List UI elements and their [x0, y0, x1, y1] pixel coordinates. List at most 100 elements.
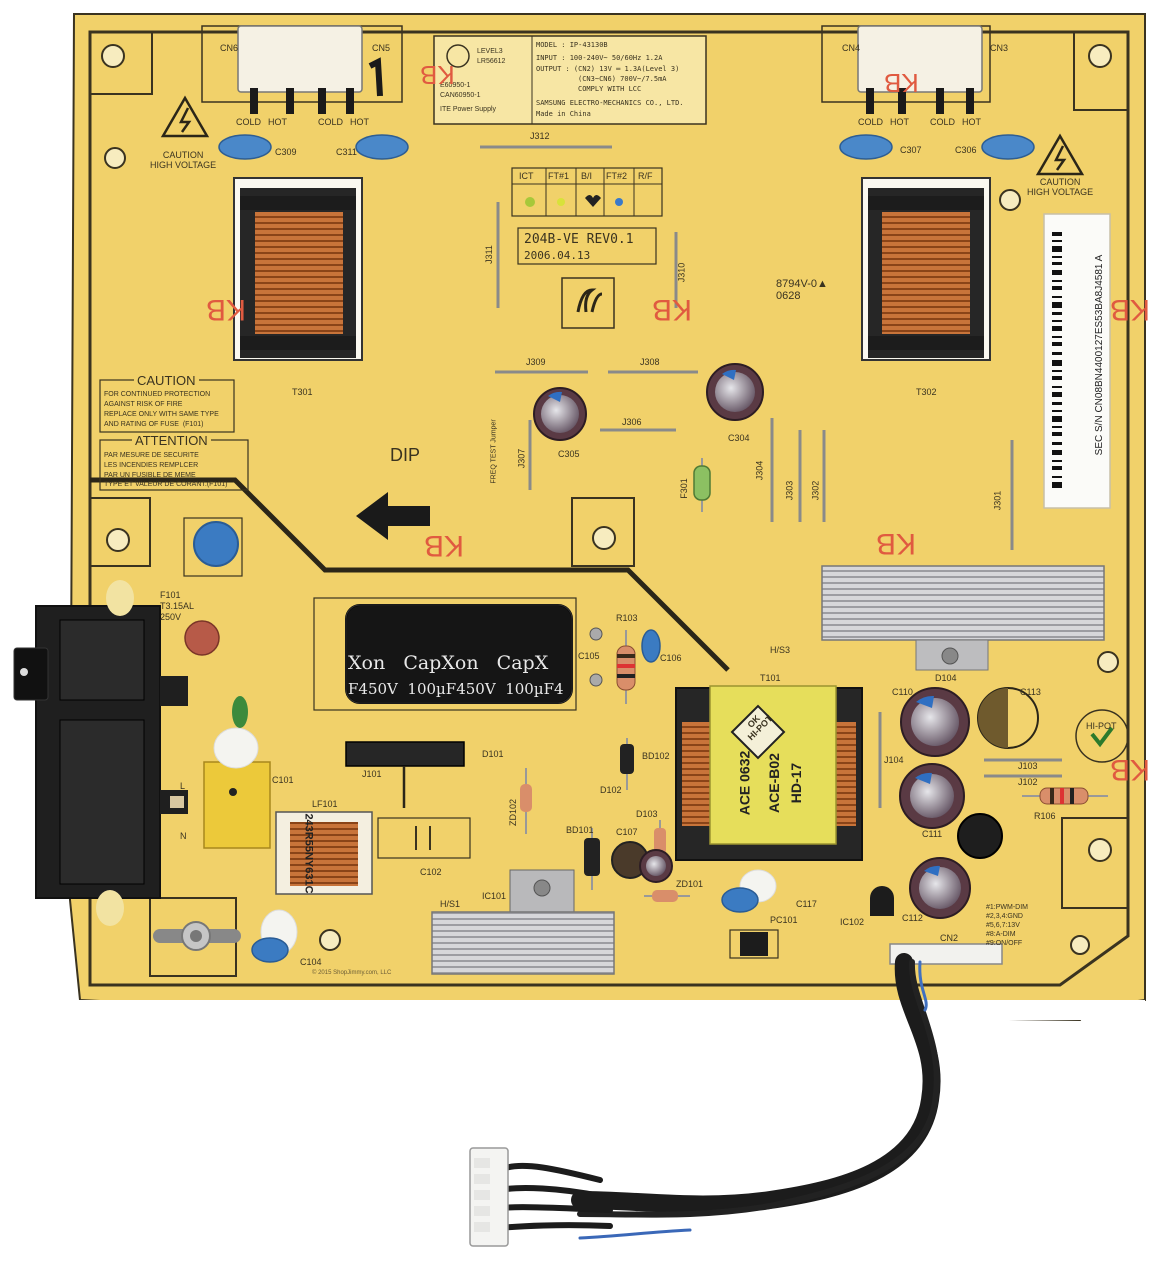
label-c117: C117	[796, 899, 817, 909]
zener-zd101	[644, 890, 690, 902]
label-d103: D103	[636, 809, 658, 819]
mount-hole	[1070, 935, 1090, 955]
samsung-logo	[576, 288, 603, 313]
mount-hole	[999, 189, 1021, 211]
barcode	[1052, 232, 1062, 488]
capacitor-c106	[641, 629, 661, 663]
resistor-r103	[616, 630, 636, 704]
label-c105: C105	[578, 651, 600, 661]
capacitor-c309	[218, 134, 272, 160]
bi-mark-heart	[585, 195, 601, 207]
capacitor-c113	[977, 687, 1039, 749]
socket-label-n: N	[180, 831, 187, 841]
spec-model: MODEL : IP-43130B	[536, 41, 608, 49]
mount-square-tr	[1073, 31, 1129, 111]
label-t302: T302	[916, 387, 937, 397]
label-j308: J308	[640, 357, 660, 367]
ft2-mark-dot	[615, 198, 623, 206]
capacitor-c112	[909, 857, 971, 919]
label-t101: T101	[760, 673, 781, 683]
label-j310: J310	[676, 262, 687, 283]
pcb-board	[68, 13, 1146, 1022]
kb-mark-1: KB	[420, 60, 455, 90]
capacitor-c111	[899, 763, 965, 829]
label-cn4: CN4	[842, 43, 861, 53]
label-c304: C304	[728, 433, 750, 443]
inductor-l101	[957, 813, 1003, 859]
kb-mark-4: KB	[652, 293, 693, 326]
fuse-f101	[184, 620, 220, 656]
mount-hole	[101, 44, 125, 68]
pin-hot-3: HOT	[890, 117, 909, 127]
label-ic101: IC101	[482, 891, 507, 901]
cn2-pinout-1: #1:PWM-DIM	[986, 904, 1028, 911]
transformer-t101	[675, 685, 863, 861]
mount-hole	[106, 528, 130, 552]
hv-warning-triangle-left	[160, 95, 210, 138]
kb-mark-7: KB	[876, 527, 917, 560]
transformer-t301	[233, 177, 363, 361]
pin-cold-4: COLD	[930, 117, 956, 127]
label-t301: T301	[292, 387, 313, 397]
kb-mark-2: KB	[884, 68, 919, 98]
label-zd102: ZD102	[508, 798, 519, 827]
samsung-logo-box	[561, 277, 615, 329]
capacitor-y-cap	[183, 517, 243, 577]
cn2-pinout-4: #8:A-DIM	[986, 931, 1016, 938]
regulator-ic101	[509, 869, 575, 913]
connector-cn2	[889, 943, 1003, 965]
watermark: © 2015 ShopJimmy.com, LLC	[312, 970, 392, 976]
label-j102: J102	[1018, 777, 1038, 787]
attention-fuse-line-3: PAR UN FUSIBLE DE MEME	[104, 472, 196, 479]
board-revision: 204B-VE REV0.1	[524, 232, 634, 247]
label-zd101: ZD101	[676, 879, 704, 889]
spec-output-2: (CN3~CN6) 700V~/7.5mA	[578, 75, 667, 83]
label-d102: D102	[600, 785, 622, 795]
diode-d102	[620, 738, 634, 790]
board-date: 2006.04.13	[524, 249, 591, 262]
capacitor-c117	[721, 887, 759, 913]
ft1-mark-dot	[557, 198, 565, 206]
label-f301: F301	[678, 478, 689, 499]
transformer-line-2: ACE-B02	[765, 753, 782, 813]
capacitor-c101	[203, 761, 271, 849]
fuse-f301	[693, 458, 711, 512]
label-c106: C106	[660, 653, 682, 663]
label-cn3: CN3	[990, 43, 1009, 53]
mount-hole	[104, 147, 126, 169]
attention-fuse-line-2: LES INCENDIES REMPLCER	[104, 462, 199, 469]
attention-fuse-line-4: TYPE ET VALEUR DE CORANT.(F101)	[104, 481, 228, 488]
transformer-line-3: ACE 0632	[736, 750, 753, 816]
kb-mark-8: KB	[1110, 753, 1151, 786]
hv-warning-triangle-right	[1035, 133, 1085, 176]
label-c112: C112	[902, 913, 923, 923]
mount-hole	[1097, 651, 1119, 673]
cn2-pinout-3: #5,6,7:13V	[986, 922, 1020, 929]
capacitor-c304	[706, 363, 764, 421]
label-j101: J101	[362, 769, 382, 779]
connector-cn4-cn3	[857, 25, 983, 93]
test-col-ict: ICT	[519, 171, 534, 181]
caution-hv-left: CAUTION HIGH VOLTAGE	[150, 150, 217, 171]
label-c111: C111	[922, 829, 943, 839]
hi-pot-check-mark	[1075, 709, 1129, 763]
pin-hot-1: HOT	[268, 117, 287, 127]
heatsink-hs3	[821, 565, 1105, 671]
line-filter-code: 243R55NY631C	[302, 813, 315, 894]
label-c307: C307	[900, 145, 922, 155]
mount-hole	[1088, 838, 1112, 862]
mount-hole	[319, 929, 341, 951]
label-hs3: H/S3	[770, 645, 791, 655]
pin-hot-4: HOT	[962, 117, 981, 127]
test-table	[511, 167, 663, 217]
bulk-cap-text-bottom: F450V 100µF450V 100µF4	[348, 682, 564, 697]
caution-fuse-line-4: AND RATING OF FUSE (F101)	[104, 421, 204, 428]
socket-label-l: L	[180, 781, 186, 791]
mount-hole	[592, 526, 616, 550]
freq-jumper-label: FREQ TEST Jumper	[490, 419, 498, 484]
label-j104: J104	[884, 755, 904, 765]
cert-level: LEVEL3	[477, 48, 503, 55]
label-j306: J306	[622, 417, 642, 427]
caution-fuse-line-1: FOR CONTINUED PROTECTION	[104, 391, 211, 398]
